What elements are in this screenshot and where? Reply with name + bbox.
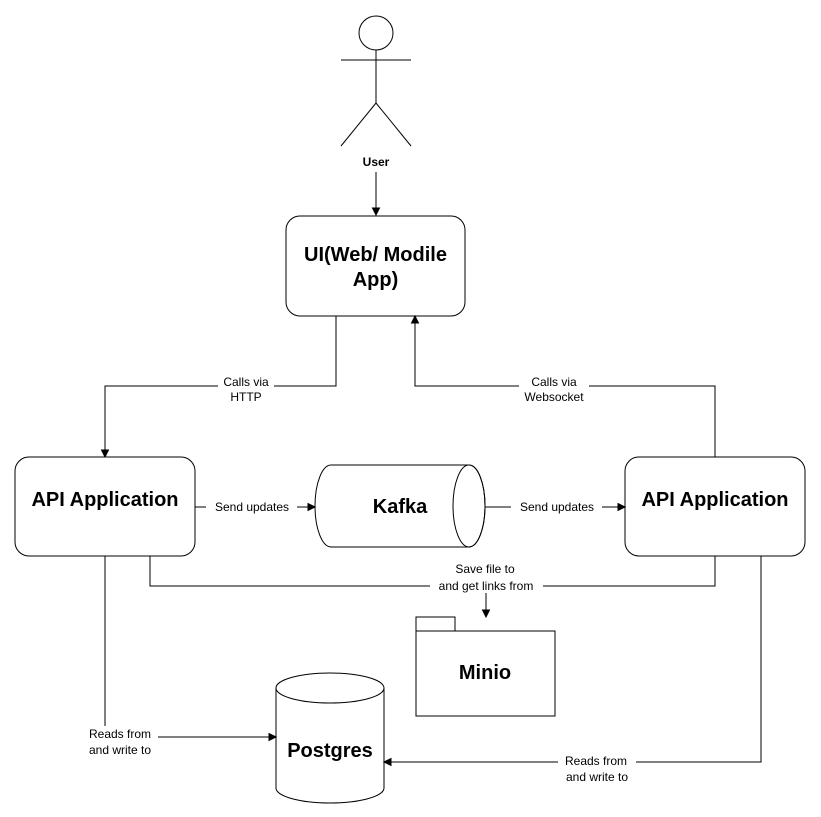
user-actor	[340, 15, 412, 147]
edge-label-calls-ws-line2: Websocket	[524, 390, 584, 404]
kafka-title: Kafka	[373, 496, 428, 518]
edge-label-pg-left-line1: Reads from	[89, 727, 151, 741]
edge-api-left-to-postgres: Reads from and write to	[82, 556, 278, 757]
ui-node: UI(Web/ Modile App)	[285, 215, 466, 317]
actor-right-leg	[375, 102, 412, 147]
edge-label-send-left: Send updates	[215, 500, 289, 514]
actor-label: User	[363, 155, 390, 169]
edge-apis-to-minio: Save file to and get links from	[149, 556, 716, 619]
actor-head	[358, 15, 394, 51]
edge-label-pg-right-line2: and write to	[566, 770, 628, 784]
edge-api-right-to-postgres: Reads from and write to	[382, 556, 762, 784]
api-left-title: API Application	[31, 489, 178, 511]
api-right-node: API Application	[624, 456, 806, 557]
edge-label-pg-right-line1: Reads from	[565, 754, 627, 768]
edge-label-minio-line2: and get links from	[439, 579, 534, 593]
postgres-title: Postgres	[287, 740, 373, 762]
kafka-node: Kafka	[314, 464, 486, 548]
edge-kafka-to-api-right: Send updates	[485, 499, 627, 515]
edge-label-calls-ws-line1: Calls via	[531, 375, 577, 389]
edge-label-calls-http-line2: HTTP	[230, 390, 261, 404]
edge-label-send-right: Send updates	[520, 500, 594, 514]
edge-user-to-ui	[371, 172, 381, 217]
ui-node-title-line2: App)	[353, 269, 399, 291]
edge-api-right-to-ui: Calls via Websocket	[410, 314, 716, 457]
ui-node-title-line1: UI(Web/ Modile	[304, 244, 447, 266]
actor-left-leg	[340, 102, 377, 147]
api-left-node: API Application	[14, 456, 196, 557]
edge-label-minio-line1: Save file to	[455, 562, 515, 576]
postgres-node: Postgres	[275, 672, 385, 804]
minio-node: Minio	[415, 616, 556, 717]
minio-title: Minio	[459, 662, 511, 684]
edge-api-left-to-kafka: Send updates	[195, 499, 317, 515]
edge-ui-to-api-left: Calls via HTTP	[100, 316, 337, 459]
edge-label-calls-http-line1: Calls via	[223, 375, 269, 389]
edge-label-pg-left-line2: and write to	[89, 743, 151, 757]
api-right-title: API Application	[641, 489, 788, 511]
